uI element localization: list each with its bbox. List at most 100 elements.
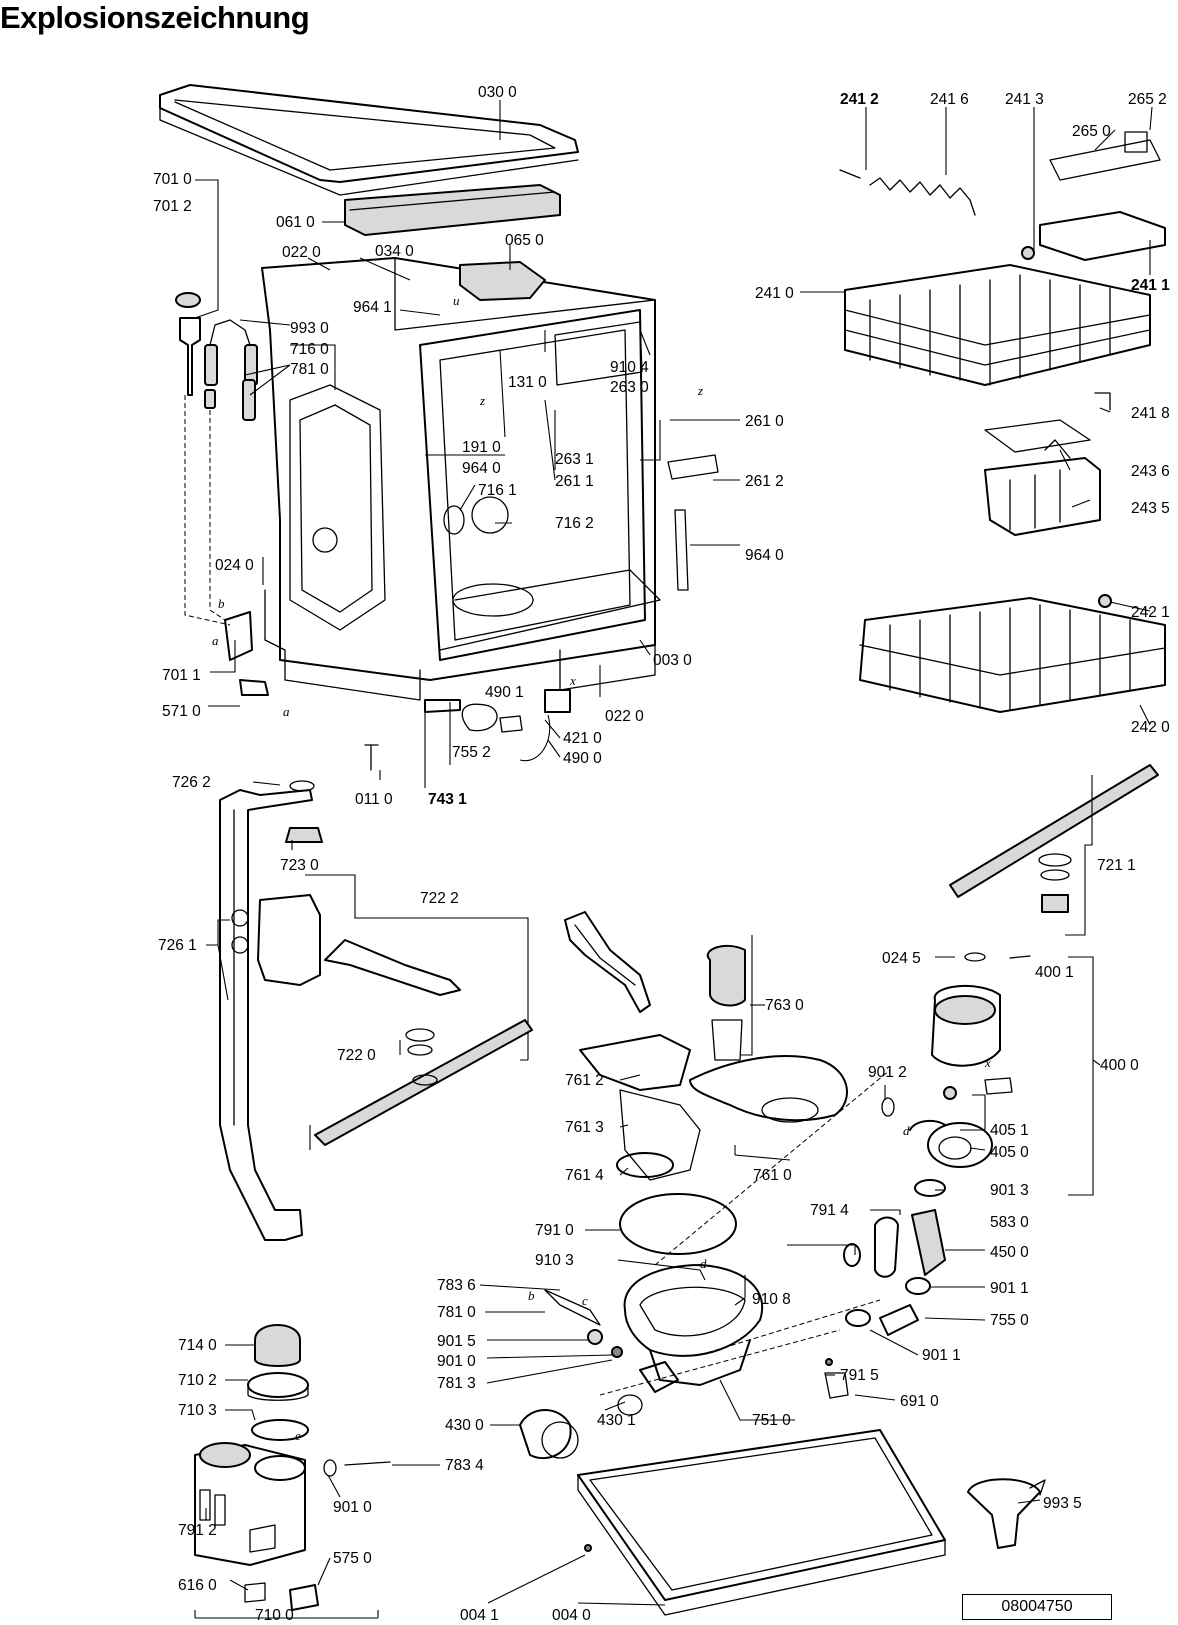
ref-letter: u: [453, 293, 460, 308]
callout-964-1: 964 1: [353, 299, 392, 316]
callout-901-0a: 901 0: [437, 1353, 476, 1370]
worktop-part: [159, 84, 579, 196]
ref-letter: x: [569, 673, 576, 688]
ref-letter: c: [582, 1293, 588, 1308]
callout-751-0: 751 0: [752, 1412, 791, 1429]
cutlery-basket-part: [984, 419, 1101, 536]
callout-901-5: 901 5: [437, 1333, 476, 1350]
callout-761-2: 761 2: [565, 1072, 604, 1089]
upper-basket-part: [839, 131, 1166, 411]
callout-421-0: 421 0: [563, 730, 602, 747]
ref-letter: a: [212, 633, 219, 648]
callout-241-0: 241 0: [755, 285, 794, 302]
callout-241-2: 241 2: [840, 91, 879, 108]
ref-letter: d: [903, 1123, 910, 1138]
callout-726-2: 726 2: [172, 774, 211, 791]
callout-710-2: 710 2: [178, 1372, 217, 1389]
callout-901-2: 901 2: [868, 1064, 907, 1081]
callout-910-4: 910 4: [610, 359, 649, 376]
callout-131-0: 131 0: [508, 374, 547, 391]
callout-242-1: 242 1: [1131, 604, 1170, 621]
callout-490-1: 490 1: [485, 684, 524, 701]
callout-710-3: 710 3: [178, 1402, 217, 1419]
callout-716-2: 716 2: [555, 515, 594, 532]
callout-024-5: 024 5: [882, 950, 921, 967]
callout-022-0: 022 0: [282, 244, 321, 261]
callout-716-1: 716 1: [478, 482, 517, 499]
callout-405-1: 405 1: [990, 1122, 1029, 1139]
filter-system-part: [564, 911, 848, 1255]
callout-003-0: 003 0: [653, 652, 692, 669]
ref-letter: b: [528, 1288, 535, 1303]
callout-783-6: 783 6: [437, 1277, 476, 1294]
callout-261-0: 261 0: [745, 413, 784, 430]
callout-241-6: 241 6: [930, 91, 969, 108]
callout-430-1: 430 1: [597, 1412, 636, 1429]
callout-763-0: 763 0: [765, 997, 804, 1014]
callout-616-0: 616 0: [178, 1577, 217, 1594]
callout-191-0: 191 0: [462, 439, 501, 456]
callout-726-1: 726 1: [158, 937, 197, 954]
callout-405-0: 405 0: [990, 1144, 1029, 1161]
callout-labels: 030 0 061 0 022 0 034 0 065 0 964 1 701 …: [153, 84, 1170, 1624]
tub-cabinet-part: [261, 257, 719, 701]
callout-490-0: 490 0: [563, 750, 602, 767]
callout-400-0: 400 0: [1100, 1057, 1139, 1074]
callout-755-2: 755 2: [452, 744, 491, 761]
callout-791-0: 791 0: [535, 1222, 574, 1239]
pump-motor-part: [881, 952, 1101, 1196]
callout-400-1: 400 1: [1035, 964, 1074, 981]
callout-910-3: 910 3: [535, 1252, 574, 1269]
callout-901-1a: 901 1: [990, 1280, 1029, 1297]
callout-781-0b: 781 0: [437, 1304, 476, 1321]
sump-part: [519, 1069, 891, 1460]
callout-065-0: 065 0: [505, 232, 544, 249]
callout-722-2: 722 2: [420, 890, 459, 907]
callout-265-0: 265 0: [1072, 123, 1111, 140]
callout-761-4: 761 4: [565, 1167, 604, 1184]
callout-701-0: 701 0: [153, 171, 192, 188]
callout-263-0: 263 0: [610, 379, 649, 396]
page-title: Explosionszeichnung: [0, 0, 310, 35]
callout-791-2: 791 2: [178, 1522, 217, 1539]
callout-241-1: 241 1: [1131, 277, 1170, 294]
reference-letters: u z z b a a x x d d b c e: [212, 293, 991, 1443]
callout-691-0: 691 0: [900, 1393, 939, 1410]
leader-lines: [194, 100, 1153, 1606]
ref-letter: z: [479, 393, 485, 408]
callout-901-3: 901 3: [990, 1182, 1029, 1199]
callout-004-1: 004 1: [460, 1607, 499, 1624]
callout-030-0: 030 0: [478, 84, 517, 101]
callout-710-0: 710 0: [255, 1607, 294, 1624]
callout-993-5: 993 5: [1043, 1495, 1082, 1512]
callout-243-5: 243 5: [1131, 500, 1170, 517]
spray-pipe-part: [219, 780, 529, 1241]
callout-261-2: 261 2: [745, 473, 784, 490]
callout-022-0b: 022 0: [605, 708, 644, 725]
callout-761-3: 761 3: [565, 1119, 604, 1136]
callout-910-8: 910 8: [752, 1291, 791, 1308]
callout-783-4: 783 4: [445, 1457, 484, 1474]
callout-701-2: 701 2: [153, 198, 192, 215]
base-plate-part: [577, 1429, 946, 1616]
callout-241-8: 241 8: [1131, 405, 1170, 422]
callout-583-0: 583 0: [990, 1214, 1029, 1231]
callout-901-0b: 901 0: [333, 1499, 372, 1516]
lower-basket-part: [859, 594, 1166, 713]
callout-242-0: 242 0: [1131, 719, 1170, 736]
callout-761-0: 761 0: [753, 1167, 792, 1184]
salt-container-part: [194, 1324, 391, 1619]
heater-part: [787, 1179, 946, 1399]
ref-letter: z: [697, 383, 703, 398]
callout-723-0: 723 0: [280, 857, 319, 874]
callout-265-2: 265 2: [1128, 91, 1167, 108]
callout-791-4: 791 4: [810, 1202, 849, 1219]
insulation-part: [344, 184, 561, 236]
callout-263-1: 263 1: [555, 451, 594, 468]
callout-721-1: 721 1: [1097, 857, 1136, 874]
ref-letter: e: [295, 1428, 301, 1443]
callout-714-0: 714 0: [178, 1337, 217, 1354]
callout-571-0: 571 0: [162, 703, 201, 720]
callout-261-1: 261 1: [555, 473, 594, 490]
